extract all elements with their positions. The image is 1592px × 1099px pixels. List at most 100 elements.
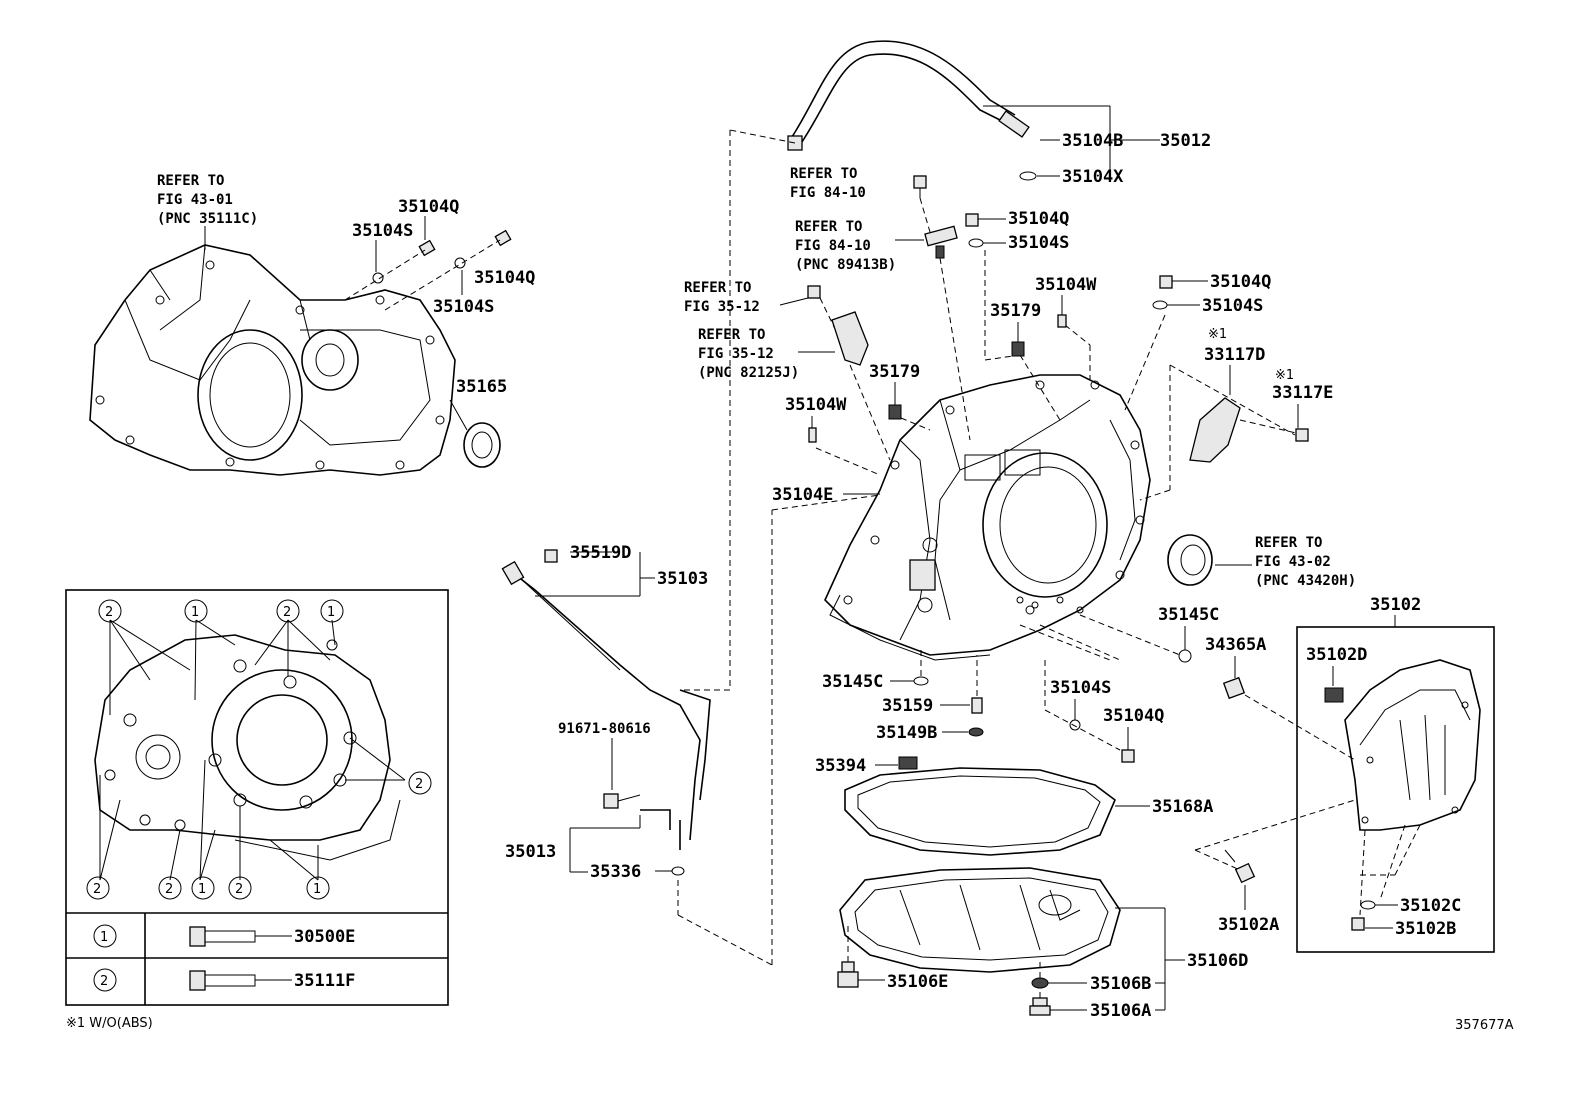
- label-35104E: 35104E: [772, 485, 833, 505]
- oil-pan-35106D: [839, 867, 1121, 973]
- label-33117E: 33117E: [1272, 383, 1333, 403]
- refer-note-fig43-02-line3: (PNC 43420H): [1255, 573, 1356, 589]
- label-35102: 35102: [1370, 595, 1421, 615]
- transaxle-case-35104E: [824, 374, 1151, 661]
- label-35104Q-c: 35104Q: [1008, 209, 1069, 229]
- cover-assembly-box: [1296, 626, 1495, 953]
- converter-housing: [89, 244, 501, 476]
- label-35106A: 35106A: [1090, 1001, 1151, 1021]
- oil-seal-43420H: [1167, 534, 1213, 586]
- bolt-35104Q-left-a: [344, 239, 436, 301]
- pan-gasket-35168A: [844, 767, 1116, 856]
- legend-row-2: 2 35111F: [93, 968, 355, 992]
- label-35336: 35336: [590, 862, 641, 882]
- label-91671-80616: 91671-80616: [558, 721, 651, 737]
- refer-note-fig84-10-a-line1: REFER TO: [790, 166, 857, 182]
- svg-text:2: 2: [283, 605, 291, 620]
- breather-hose-35012: [787, 40, 1037, 181]
- refer-note-fig35-12-b-line1: REFER TO: [698, 327, 765, 343]
- bracket-33117D: [1189, 397, 1241, 463]
- bolt-35102A: [1224, 849, 1256, 884]
- label-35102C: 35102C: [1400, 896, 1461, 916]
- washer-35106B: [1031, 960, 1087, 989]
- label-35179-b: 35179: [869, 362, 920, 382]
- mark-1-a: ※1: [1208, 327, 1227, 342]
- label-35104W-b: 35104W: [785, 395, 847, 415]
- svg-text:2: 2: [415, 777, 423, 792]
- label-35145C-a: 35145C: [1158, 605, 1219, 625]
- refer-note-fig35-12-a-line1: REFER TO: [684, 280, 751, 296]
- label-35104S-c: 35104S: [1008, 233, 1069, 253]
- label-35106B: 35106B: [1090, 974, 1151, 994]
- inset-leaders: [99, 619, 406, 881]
- label-35519D: 35519D: [570, 543, 631, 563]
- refer-note-fig84-10-a-line2: FIG 84-10: [790, 185, 866, 201]
- label-35149B: 35149B: [876, 723, 937, 743]
- svg-text:1: 1: [198, 882, 206, 897]
- label-35104S-a: 35104S: [352, 221, 413, 241]
- case-bolt-holes: [843, 380, 1145, 615]
- label-35104S-d: 35104S: [1202, 296, 1263, 316]
- label-35104Q-e: 35104Q: [1103, 706, 1164, 726]
- position-sensor-82125J: [798, 311, 891, 461]
- label-35103: 35103: [657, 569, 708, 589]
- svg-text:1: 1: [327, 605, 335, 620]
- legend-part-30500E: 30500E: [294, 927, 355, 947]
- drain-plug-35106A: [1029, 990, 1087, 1016]
- svg-text:1: 1: [313, 882, 321, 897]
- refer-note-fig84-10-b-line2: FIG 84-10: [795, 238, 871, 254]
- bolt-91671-80616: [603, 793, 641, 809]
- label-35104X: 35104X: [1062, 167, 1124, 187]
- diagram-id: 357677A: [1455, 1018, 1514, 1033]
- label-35013: 35013: [505, 842, 556, 862]
- inset-callouts: 2 1 2 1 2 2 2 1 2 1: [86, 599, 432, 900]
- label-35394: 35394: [815, 756, 866, 776]
- refer-note-fig43-02-line1: REFER TO: [1255, 535, 1322, 551]
- bolt-fig35-12: [779, 285, 839, 336]
- label-35106E: 35106E: [887, 972, 948, 992]
- legend-part-35111F: 35111F: [294, 971, 355, 991]
- bolt-35104Q-top: [965, 213, 1006, 248]
- refer-note-fig35-12-b-line3: (PNC 82125J): [698, 365, 799, 381]
- oil-seal-35165: [463, 422, 501, 468]
- label-35102A: 35102A: [1218, 915, 1279, 935]
- label-35104Q-b: 35104Q: [474, 268, 535, 288]
- refer-note-fig43-01-line2: FIG 43-01: [157, 192, 233, 208]
- footnote: ※1 W/O(ABS): [66, 1016, 153, 1031]
- label-35104Q-d: 35104Q: [1210, 272, 1271, 292]
- speed-sensor-89413B: [895, 225, 971, 441]
- svg-text:2: 2: [235, 882, 243, 897]
- label-35104S-e: 35104S: [1050, 678, 1111, 698]
- legend-row-1: 1 30500E: [93, 924, 355, 948]
- label-35168A: 35168A: [1152, 797, 1213, 817]
- housing-bolt-holes: [95, 260, 445, 470]
- refer-note-fig43-01-line1: REFER TO: [157, 173, 224, 189]
- refer-note-fig35-12-b-line2: FIG 35-12: [698, 346, 774, 362]
- legend-key-2: 2: [100, 974, 108, 989]
- bolt-35104Q-right: [1152, 275, 1208, 310]
- svg-text:2: 2: [93, 882, 101, 897]
- label-34365A: 34365A: [1205, 635, 1266, 655]
- label-35012: 35012: [1160, 131, 1211, 151]
- bolt-35106E: [837, 925, 885, 988]
- refer-note-fig43-01-line3: (PNC 35111C): [157, 211, 258, 227]
- refer-note-fig43-02-line2: FIG 43-02: [1255, 554, 1331, 570]
- label-35104S-b: 35104S: [433, 297, 494, 317]
- svg-text:1: 1: [191, 605, 199, 620]
- refer-note-fig84-10-b-line3: (PNC 89413B): [795, 257, 896, 273]
- svg-text:2: 2: [105, 605, 113, 620]
- bolt-33117E: [1239, 419, 1309, 442]
- svg-text:2: 2: [165, 882, 173, 897]
- label-35104B: 35104B: [1062, 131, 1123, 151]
- mark-1-b: ※1: [1275, 368, 1294, 383]
- plug-34365A: [1222, 676, 1356, 761]
- label-35106D: 35106D: [1187, 951, 1248, 971]
- bolt-35104Q-left-b: [384, 229, 512, 311]
- label-35104Q-a: 35104Q: [398, 197, 459, 217]
- legend-key-1: 1: [100, 930, 108, 945]
- refer-note-fig35-12-a-line2: FIG 35-12: [684, 299, 760, 315]
- label-35102D: 35102D: [1306, 645, 1367, 665]
- bolt-fig84-10: [913, 175, 931, 233]
- refer-note-fig84-10-b-line1: REFER TO: [795, 219, 862, 235]
